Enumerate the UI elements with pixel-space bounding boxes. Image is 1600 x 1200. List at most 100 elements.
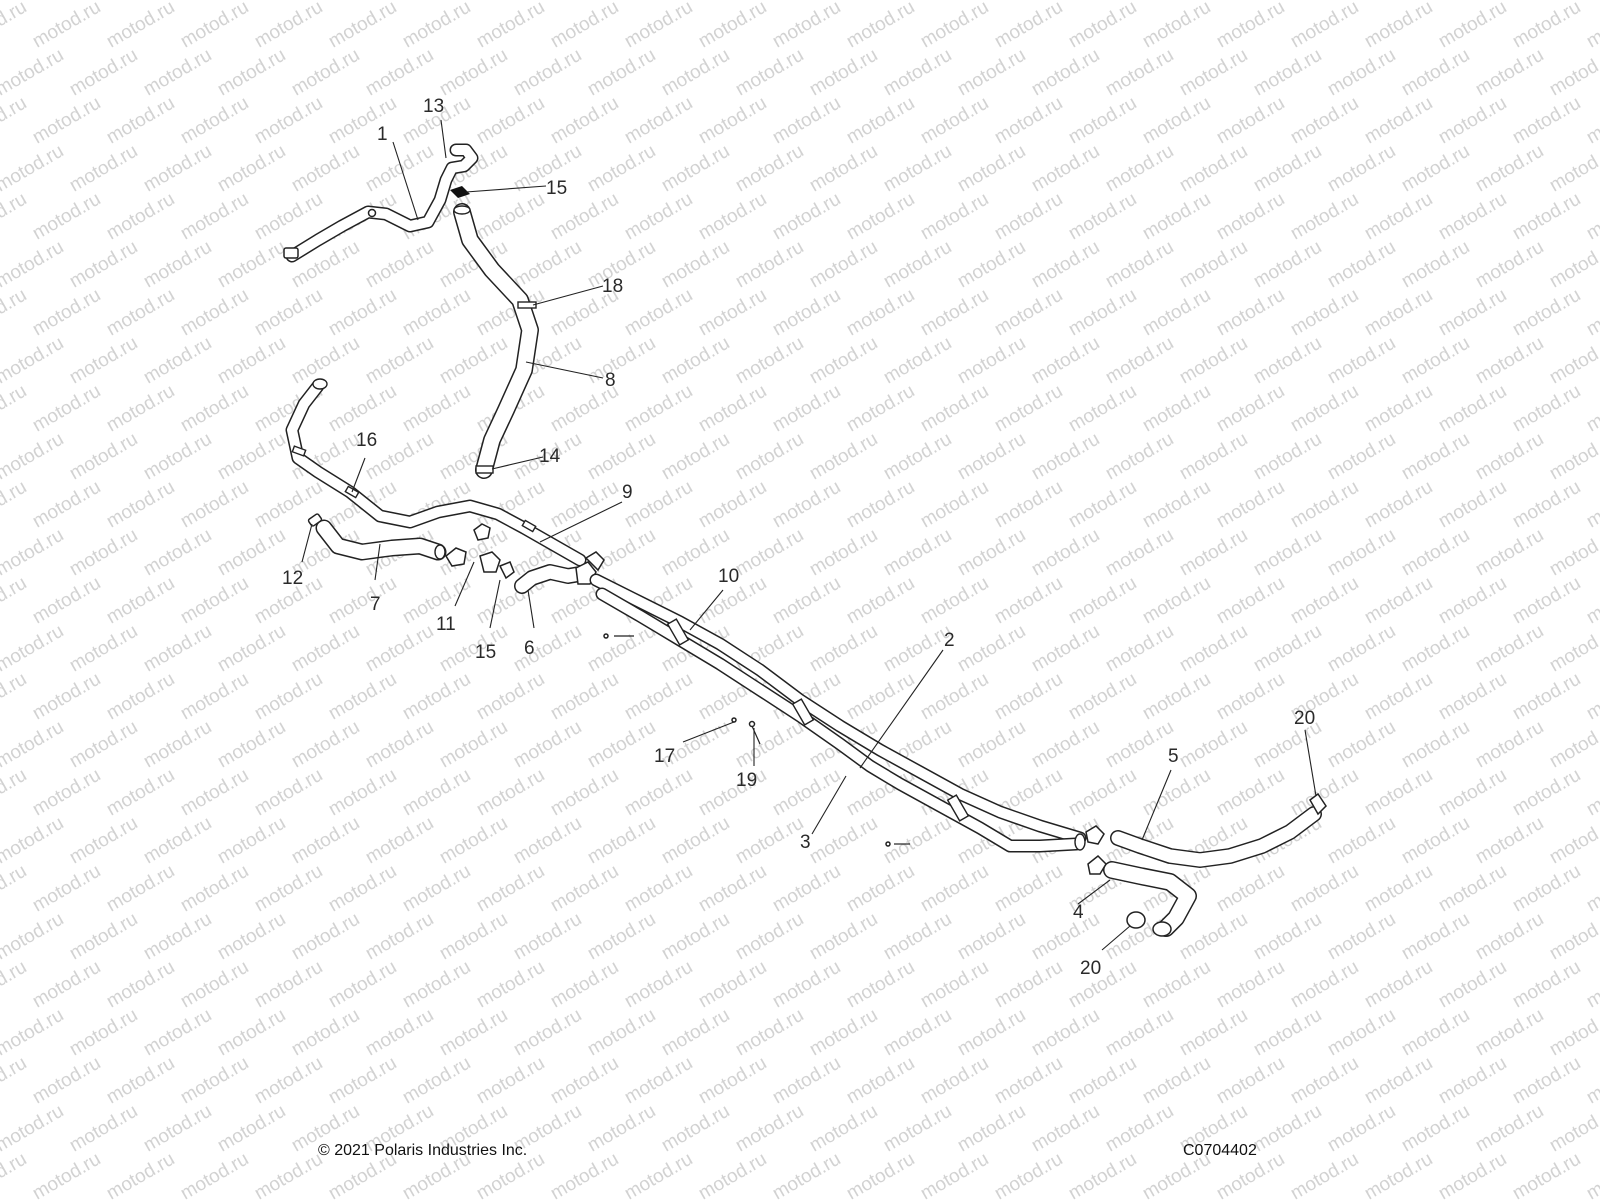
watermark-text: motod.ru: [1287, 1149, 1362, 1200]
band-clamp-icon: [517, 301, 537, 309]
hose-end-icon: [1152, 921, 1172, 937]
watermark-text: motod.ru: [1176, 717, 1251, 773]
watermark-text: motod.ru: [769, 477, 844, 533]
watermark-text: motod.ru: [621, 189, 696, 245]
watermark-text: motod.ru: [1361, 1053, 1436, 1109]
watermark-text: motod.ru: [325, 957, 400, 1013]
watermark-text: motod.ru: [1102, 429, 1177, 485]
leader-lines: [301, 119, 1317, 951]
watermark-text: motod.ru: [1028, 237, 1103, 293]
watermark-text: motod.ru: [29, 1053, 104, 1109]
watermark-text: motod.ru: [251, 1053, 326, 1109]
watermark-text: motod.ru: [103, 1053, 178, 1109]
watermark-text: motod.ru: [1250, 525, 1325, 581]
watermark-text: motod.ru: [547, 669, 622, 725]
part-label-18: 18: [602, 276, 623, 297]
watermark-text: motod.ru: [288, 333, 363, 389]
watermark-text: motod.ru: [0, 669, 30, 725]
watermark-text: motod.ru: [732, 813, 807, 869]
watermark-text: motod.ru: [1546, 45, 1600, 101]
watermark-text: motod.ru: [0, 861, 30, 917]
watermark-text: motod.ru: [1176, 45, 1251, 101]
watermark-text: motod.ru: [1361, 765, 1436, 821]
watermark-text: motod.ru: [917, 1149, 992, 1200]
watermark-text: motod.ru: [769, 1053, 844, 1109]
watermark-text: motod.ru: [66, 525, 141, 581]
watermark-text: motod.ru: [325, 285, 400, 341]
watermark-text: motod.ru: [214, 0, 289, 4]
watermark-text: motod.ru: [1509, 0, 1584, 52]
watermark-text: motod.ru: [658, 813, 733, 869]
watermark-text: motod.ru: [214, 717, 289, 773]
watermark-text: motod.ru: [140, 429, 215, 485]
watermark-text: motod.ru: [1287, 93, 1362, 149]
watermark-text: motod.ru: [140, 1101, 215, 1157]
watermark-text: motod.ru: [917, 573, 992, 629]
watermark-text: motod.ru: [732, 525, 807, 581]
watermark-text: motod.ru: [658, 237, 733, 293]
watermark-text: motod.ru: [621, 93, 696, 149]
watermark-text: motod.ru: [732, 909, 807, 965]
watermark-text: motod.ru: [1287, 765, 1362, 821]
watermark-text: motod.ru: [658, 141, 733, 197]
watermark-text: motod.ru: [1065, 0, 1140, 52]
watermark-text: motod.ru: [991, 381, 1066, 437]
part-label-3: 3: [800, 832, 811, 853]
watermark-text: motod.ru: [584, 141, 659, 197]
watermark-text: motod.ru: [1028, 525, 1103, 581]
watermark-text: motod.ru: [1361, 189, 1436, 245]
watermark-text: motod.ru: [177, 477, 252, 533]
watermark-text: motod.ru: [473, 765, 548, 821]
watermark-text: motod.ru: [0, 189, 30, 245]
watermark-text: motod.ru: [140, 0, 215, 4]
watermark-text: motod.ru: [843, 285, 918, 341]
watermark-text: motod.ru: [1213, 381, 1288, 437]
part-label-7: 7: [370, 594, 381, 615]
watermark-text: motod.ru: [1213, 477, 1288, 533]
watermark-text: motod.ru: [954, 333, 1029, 389]
watermark-text: motod.ru: [1028, 0, 1103, 4]
watermark-text: motod.ru: [399, 0, 474, 52]
watermark-text: motod.ru: [954, 45, 1029, 101]
watermark-text: motod.ru: [880, 429, 955, 485]
clamp-11-icon: [445, 547, 467, 567]
washer-icon: [748, 720, 756, 728]
watermark-text: motod.ru: [843, 573, 918, 629]
watermark-text: motod.ru: [1435, 1053, 1510, 1109]
watermark-text: motod.ru: [584, 0, 659, 4]
watermark-text: motod.ru: [140, 525, 215, 581]
watermark-text: motod.ru: [917, 0, 992, 52]
watermark-text: motod.ru: [621, 381, 696, 437]
watermark-text: motod.ru: [0, 525, 67, 581]
watermark-text: motod.ru: [880, 909, 955, 965]
watermark-text: motod.ru: [66, 45, 141, 101]
part-label-20-bottom: 20: [1080, 958, 1101, 979]
watermark-text: motod.ru: [621, 1149, 696, 1200]
watermark-text: motod.ru: [177, 285, 252, 341]
watermark-text: motod.ru: [621, 765, 696, 821]
watermark-text: motod.ru: [1324, 429, 1399, 485]
watermark-text: motod.ru: [325, 0, 400, 52]
watermark-text: motod.ru: [1176, 1005, 1251, 1061]
watermark-text: motod.ru: [769, 1149, 844, 1200]
watermark-text: motod.ru: [29, 1149, 104, 1200]
watermark-text: motod.ru: [1435, 765, 1510, 821]
watermark-text: motod.ru: [1398, 621, 1473, 677]
watermark-text: motod.ru: [436, 1005, 511, 1061]
watermark-text: motod.ru: [1139, 765, 1214, 821]
tube-part-7: [307, 513, 447, 561]
part-label-15-bottom: 15: [475, 642, 496, 663]
watermark-text: motod.ru: [1102, 141, 1177, 197]
watermark-text: motod.ru: [769, 957, 844, 1013]
watermark-text: motod.ru: [1398, 813, 1473, 869]
watermark-text: motod.ru: [584, 717, 659, 773]
watermark-text: motod.ru: [288, 0, 363, 4]
watermark-text: motod.ru: [621, 957, 696, 1013]
watermark-text: motod.ru: [806, 813, 881, 869]
watermark-text: motod.ru: [436, 45, 511, 101]
watermark-text: motod.ru: [1546, 717, 1600, 773]
watermark-text: motod.ru: [1250, 429, 1325, 485]
watermark-text: motod.ru: [1398, 141, 1473, 197]
watermark-text: motod.ru: [288, 813, 363, 869]
watermark-text: motod.ru: [1361, 573, 1436, 629]
